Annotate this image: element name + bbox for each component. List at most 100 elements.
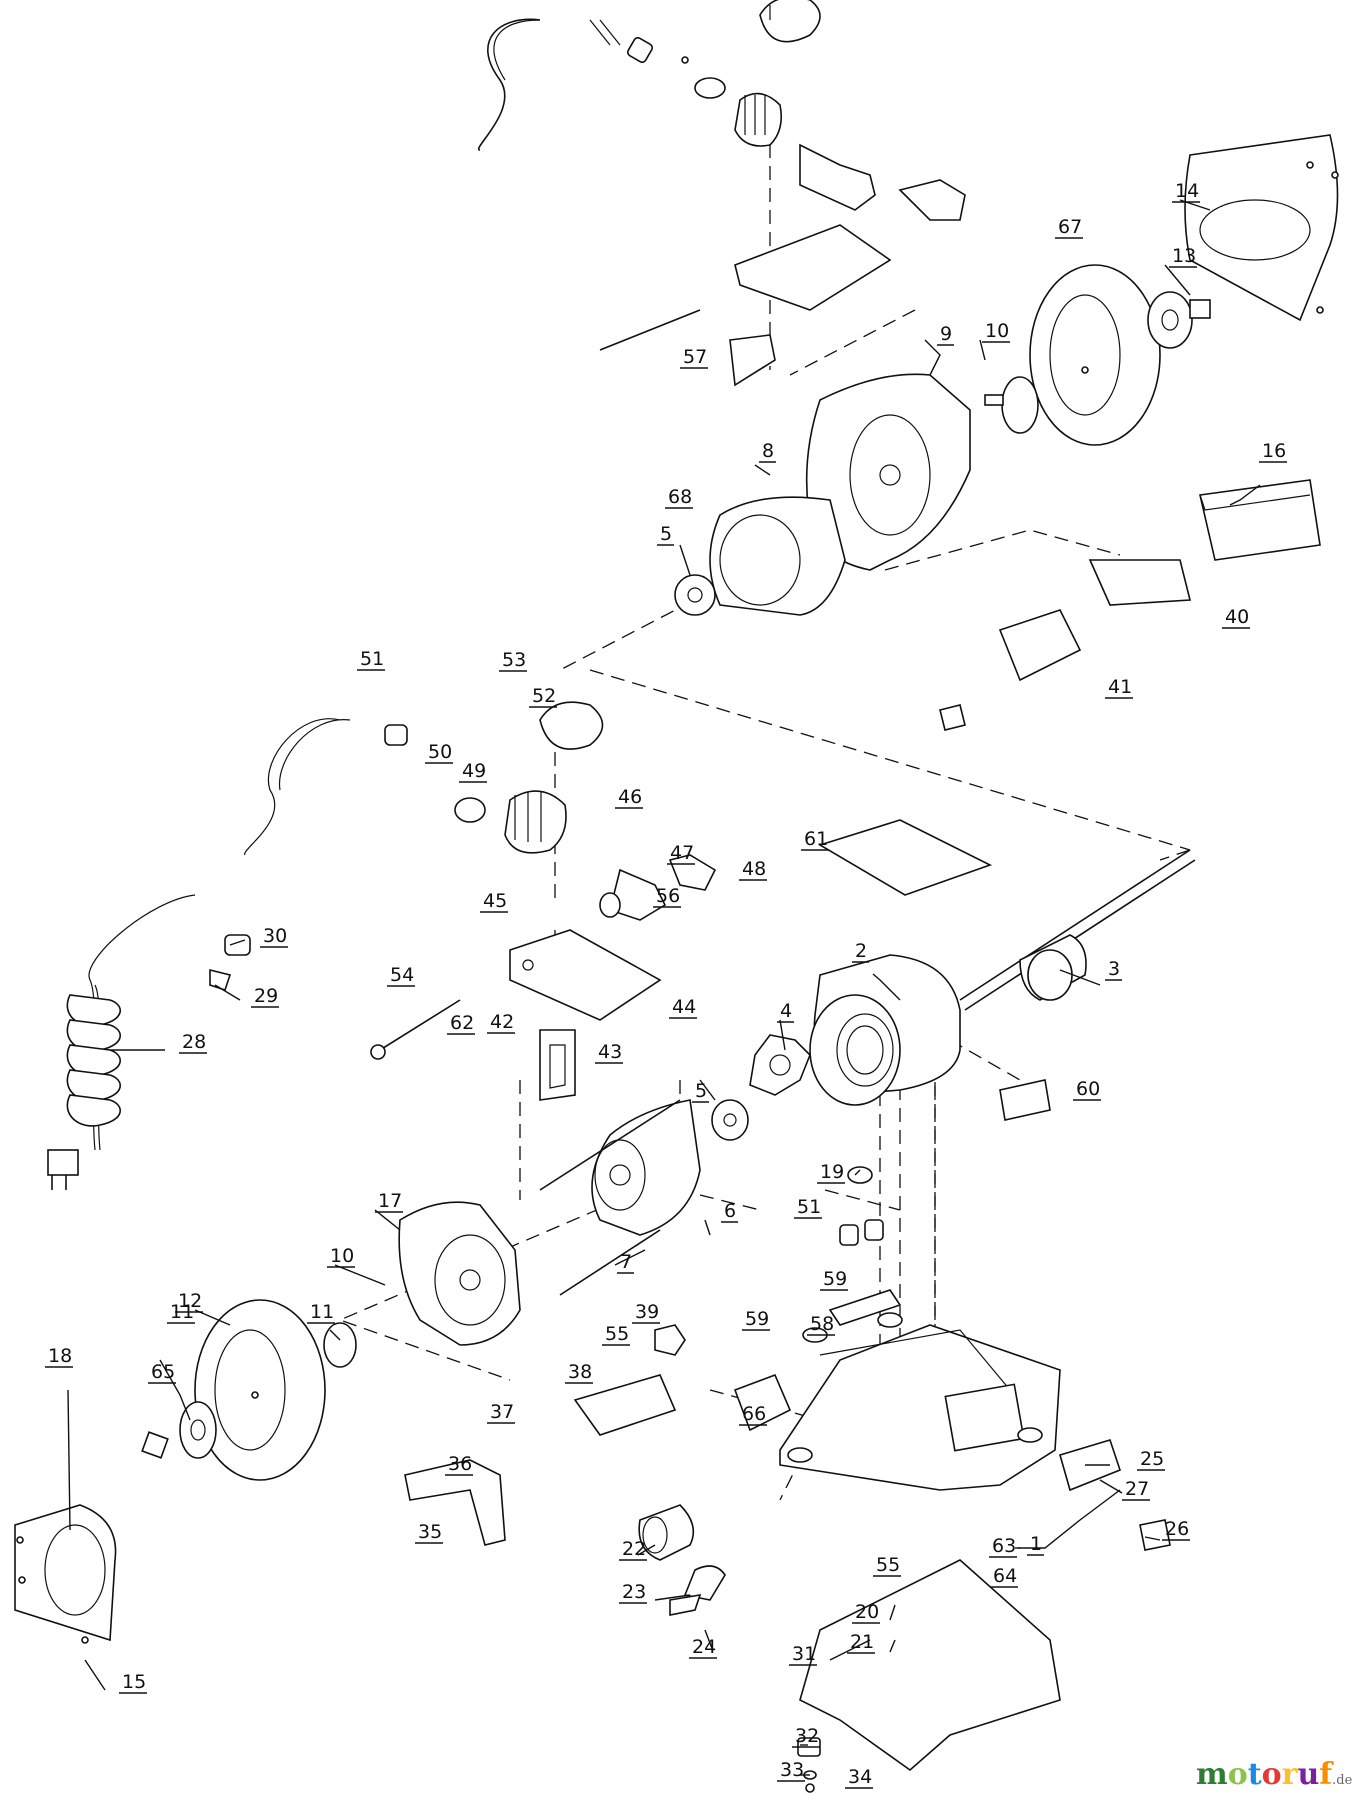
part-number-label: 59 — [823, 1268, 847, 1290]
watermark-letter: f — [1319, 1757, 1333, 1792]
part-number-label: 7 — [620, 1251, 632, 1273]
part-number-label: 10 — [330, 1245, 354, 1267]
part-number-label: 11 — [310, 1301, 334, 1323]
part-number-label: 23 — [622, 1581, 646, 1603]
knobs-51-lower — [839, 1219, 884, 1246]
part-number-label: 9 — [940, 323, 952, 345]
part-number-label: 67 — [1058, 216, 1082, 238]
wire-nut-29 — [209, 968, 232, 992]
part-number-label: 25 — [1140, 1448, 1164, 1470]
end-cap-6 — [591, 1099, 701, 1236]
upper-cord-assembly — [477, 0, 966, 221]
leader-lines — [67, 199, 1261, 1776]
power-cord-28 — [47, 894, 196, 1190]
cord-connector-30 — [224, 934, 251, 956]
nut-65 — [141, 1431, 169, 1459]
bushing-5-middle — [711, 1099, 749, 1141]
watermark-letter: u — [1297, 1757, 1320, 1792]
wheel-guard-17 — [398, 1201, 521, 1346]
part-number-label: 13 — [1172, 245, 1196, 267]
part-number-label: 36 — [448, 1453, 472, 1475]
bushing-5-upper — [674, 574, 716, 616]
part-number-label: 64 — [993, 1565, 1017, 1587]
part-number-label: 47 — [670, 842, 694, 864]
part-number-label: 14 — [1175, 180, 1199, 202]
capacitor-22 — [638, 1504, 695, 1561]
watermark-letter: t — [1247, 1757, 1262, 1792]
label-sheet-61 — [818, 819, 993, 896]
switch-plate-66 — [733, 1373, 792, 1432]
part-number-label: 22 — [622, 1538, 646, 1560]
part-number-label: 8 — [762, 440, 774, 462]
part-number-label: 34 — [848, 1766, 872, 1788]
part-number-label: 50 — [428, 741, 452, 763]
part-number-label: 15 — [122, 1671, 146, 1693]
part-number-label: 37 — [490, 1401, 514, 1423]
motor-housing-2 — [809, 954, 961, 1106]
part-number-label: 44 — [672, 996, 696, 1018]
watermark-tld: .de — [1332, 1773, 1353, 1788]
part-number-label: 27 — [1125, 1478, 1149, 1500]
watermark-letter: m — [1196, 1757, 1228, 1792]
shaft-rotor-3 — [959, 849, 1196, 1011]
watermark-letter: o — [1261, 1757, 1282, 1792]
flange-10-upper — [984, 376, 1039, 434]
part-number-label: 61 — [804, 828, 828, 850]
part-number-label: 28 — [182, 1031, 206, 1053]
middle-cord-assembly — [244, 701, 717, 921]
part-number-label: 38 — [568, 1361, 592, 1383]
part-number-label: 56 — [656, 885, 680, 907]
part-number-label: 19 — [820, 1161, 844, 1183]
part-number-label: 33 — [780, 1759, 804, 1781]
tool-rest-bracket-35 — [404, 1459, 506, 1546]
block-60 — [999, 1079, 1051, 1121]
part-number-label: 31 — [792, 1643, 816, 1665]
wheel-guard-cover-14 — [1184, 134, 1339, 322]
knob-39 — [654, 1324, 686, 1356]
part-number-label: 29 — [254, 985, 278, 1007]
part-number-label: 66 — [742, 1403, 766, 1425]
watermark-letter: o — [1227, 1757, 1248, 1792]
flange-13 — [1147, 291, 1211, 349]
part-number-label: 2 — [855, 940, 867, 962]
part-number-label: 3 — [1108, 958, 1120, 980]
tool-rest-upper — [599, 224, 1192, 731]
part-number-label: 65 — [151, 1361, 175, 1383]
part-number-label: 58 — [810, 1313, 834, 1335]
part-number-label: 10 — [985, 320, 1009, 342]
part-number-label: 21 — [850, 1631, 874, 1653]
part-number-label: 5 — [695, 1080, 707, 1102]
part-number-label: 68 — [668, 486, 692, 508]
part-number-label: 18 — [48, 1345, 72, 1367]
part-number-label: 6 — [724, 1200, 736, 1222]
part-number-label: 49 — [462, 760, 486, 782]
base-plate-31 — [799, 1559, 1061, 1772]
watermark-letters: motoruf — [1196, 1757, 1332, 1792]
grommet-19 — [847, 1166, 873, 1184]
bolt-54 — [370, 999, 461, 1060]
spark-deflector-38 — [573, 1374, 677, 1436]
part-number-label: 12 — [178, 1290, 202, 1312]
part-number-label: 60 — [1076, 1078, 1100, 1100]
part-number-label: 5 — [660, 523, 672, 545]
part-number-label: 51 — [797, 1196, 821, 1218]
part-number-label: 48 — [742, 858, 766, 880]
flange-11-inner — [179, 1401, 217, 1459]
part-number-label: 41 — [1108, 676, 1132, 698]
part-number-label: 55 — [605, 1323, 629, 1345]
part-number-label: 40 — [1225, 606, 1249, 628]
grinding-wheel-12 — [194, 1299, 326, 1481]
part-number-label: 46 — [618, 786, 642, 808]
flange-11-outer — [323, 1322, 357, 1368]
wheel-cup-68 — [709, 496, 846, 616]
plate-58 — [828, 1289, 902, 1326]
tie-rod-7 — [539, 1099, 681, 1296]
part-number-label: 63 — [992, 1535, 1016, 1557]
part-number-label: 26 — [1165, 1518, 1189, 1540]
part-number-label: 17 — [378, 1190, 402, 1212]
screw-34 — [805, 1783, 815, 1793]
grinding-wheel-67 — [1029, 264, 1161, 446]
part-number-label: 53 — [502, 649, 526, 671]
